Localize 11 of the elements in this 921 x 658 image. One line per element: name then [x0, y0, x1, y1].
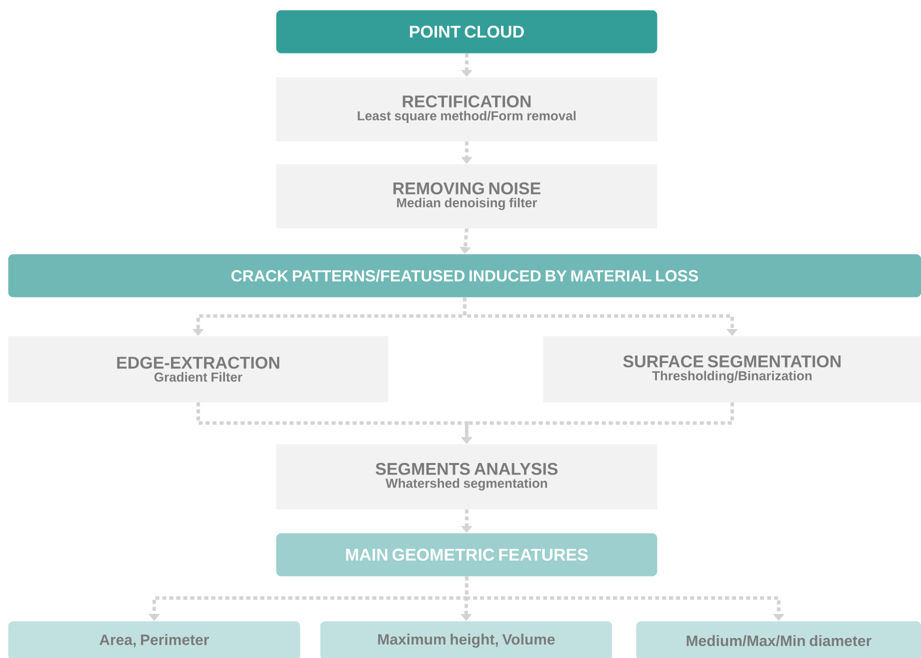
feature-box: Medium/Max/Min diameter: [636, 621, 921, 658]
process-box: EDGE-EXTRACTION Gradient Filter: [8, 336, 388, 402]
process-box: SURFACE SEGMENTATION Thresholding/Binarization: [543, 336, 921, 402]
process-box: RECTIFICATION Least square method/Form removal: [276, 77, 658, 142]
stage-box: MAIN GEOMETRIC FEATURES: [276, 533, 658, 576]
feature-box: Area, Perimeter: [8, 621, 300, 658]
feature-box: Maximum height, Volume: [320, 621, 612, 658]
process-box: REMOVING NOISE Median denoising filter: [276, 164, 658, 228]
title-box: POINT CLOUD: [276, 10, 658, 54]
stage-band: CRACK PATTERNS/FEATUSED INDUCED BY MATERIAL LOSS: [8, 254, 921, 298]
process-box: SEGMENTS ANALYSIS Whatershed segmentation: [276, 444, 658, 510]
